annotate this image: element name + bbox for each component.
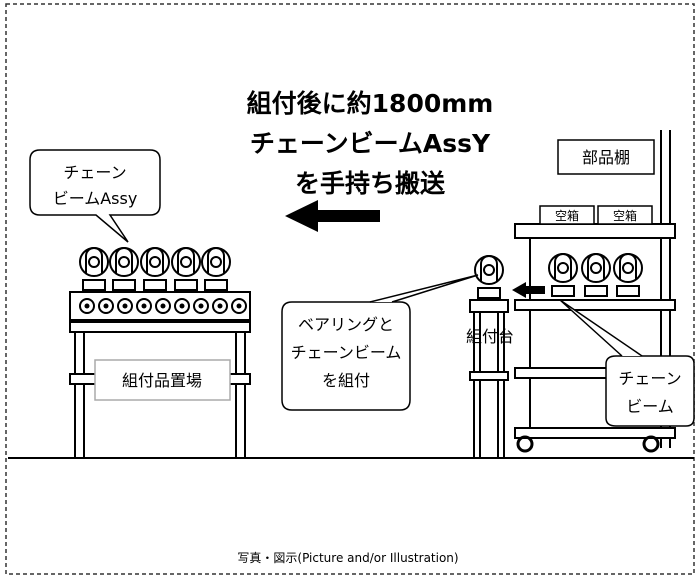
parts-shelf-label-box	[557, 139, 655, 175]
chain-beam-assy-label-1: チェーン	[63, 163, 126, 182]
bearing-callout-label-3: を組付	[322, 371, 370, 390]
chain-beam-label-2: ビーム	[626, 397, 674, 416]
chain-beam-roller-icon	[79, 247, 231, 291]
empty-box-2-label: 空箱	[613, 208, 637, 223]
empty-box-1	[539, 205, 595, 225]
storage-area-box	[94, 359, 231, 401]
chain-beam-callout-pointer	[559, 299, 643, 357]
heading-line-2: チェーンビームAssY	[250, 129, 491, 158]
caption: 写真・図示(Picture and/or Illustration)	[237, 551, 458, 565]
parts-shelf	[514, 130, 676, 453]
assembly-stand	[469, 255, 509, 458]
assembly-stand-label: 組付台	[466, 327, 514, 346]
storage-area-label: 組付品置場	[122, 371, 202, 390]
chain-beam-label-1: チェーン	[618, 369, 681, 388]
parts-shelf-label: 部品棚	[582, 148, 630, 167]
left-arrow-icon	[512, 282, 545, 298]
bearing-callout-label-1: ベアリングと	[298, 315, 394, 334]
chain-beam-callout	[605, 355, 695, 427]
heading-line-3: を手持ち搬送	[295, 169, 445, 198]
empty-box-1-label: 空箱	[555, 208, 579, 223]
chain-beam-assy-callout	[29, 149, 161, 243]
bearing-callout-pointer	[369, 274, 479, 303]
bearing-callout	[281, 301, 411, 411]
bearing-callout-label-2: チェーンビーム	[291, 343, 402, 362]
heading-line-1: 組付後に約1800mm	[247, 89, 494, 118]
caster-wheel-icon	[516, 435, 660, 453]
left-arrow-icon	[285, 200, 380, 232]
storage-table	[69, 291, 251, 458]
empty-box-2	[597, 205, 653, 225]
chain-beam-assy-label-2: ビームAssy	[53, 189, 138, 208]
frame-border	[5, 3, 695, 575]
